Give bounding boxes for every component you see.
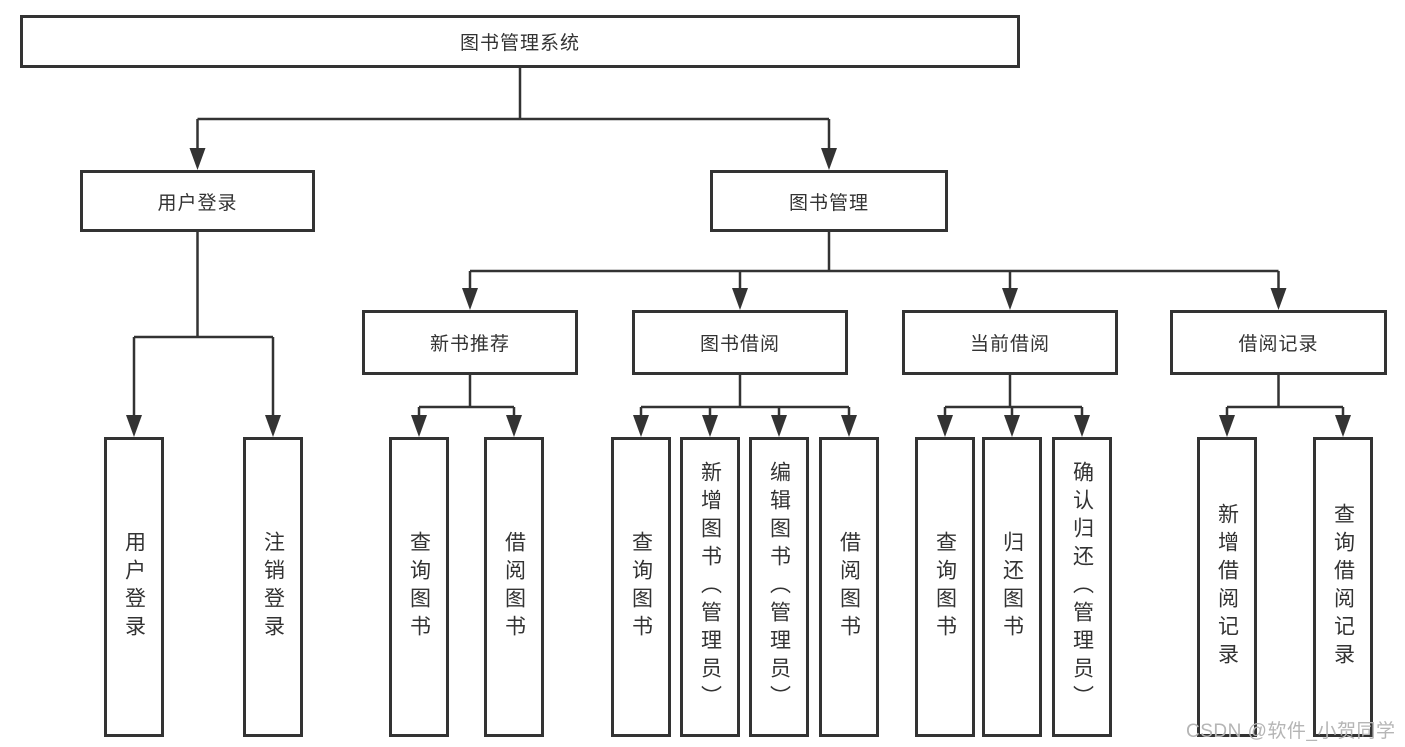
leaf-login-logout-label: 注销登录: [261, 531, 285, 643]
node-book-mgmt: 图书管理: [710, 170, 948, 232]
leaf-borrow-edit-books-admin: 编辑图书（管理员）: [749, 437, 809, 737]
leaf-login-logout: 注销登录: [243, 437, 303, 737]
leaf-current-query-books: 查询图书: [915, 437, 975, 737]
leaf-borrow-edit-books-admin-label: 编辑图书（管理员）: [767, 461, 791, 713]
leaf-current-return-books: 归还图书: [982, 437, 1042, 737]
watermark: CSDN @软件_小贺同学: [1186, 721, 1396, 742]
leaf-records-query-record-label: 查询借阅记录: [1331, 503, 1355, 671]
leaf-borrow-borrow-books-label: 借阅图书: [837, 531, 861, 643]
leaf-records-add-record-label: 新增借阅记录: [1215, 503, 1239, 671]
leaf-rec-borrow-books: 借阅图书: [484, 437, 544, 737]
node-new-book-rec: 新书推荐: [362, 310, 578, 375]
node-current-borrow: 当前借阅: [902, 310, 1118, 375]
leaf-rec-query-books: 查询图书: [389, 437, 449, 737]
node-user-login-label: 用户登录: [157, 192, 238, 214]
node-root: 图书管理系统: [20, 15, 1020, 68]
node-borrow-record: 借阅记录: [1170, 310, 1387, 375]
leaf-current-confirm-return-admin: 确认归还（管理员）: [1052, 437, 1112, 737]
leaf-borrow-add-books-admin-label: 新增图书（管理员）: [698, 461, 722, 713]
leaf-records-query-record: 查询借阅记录: [1313, 437, 1373, 737]
leaf-rec-query-books-label: 查询图书: [407, 531, 431, 643]
leaf-login-user-login: 用户登录: [104, 437, 164, 737]
node-borrow-record-label: 借阅记录: [1238, 334, 1319, 355]
leaf-login-user-login-label: 用户登录: [122, 531, 146, 643]
node-book-borrow-label: 图书借阅: [699, 334, 780, 355]
node-root-label: 图书管理系统: [459, 33, 580, 54]
node-book-borrow: 图书借阅: [632, 310, 848, 375]
leaf-current-query-books-label: 查询图书: [933, 531, 957, 643]
leaf-borrow-borrow-books: 借阅图书: [819, 437, 879, 737]
leaf-borrow-query-books: 查询图书: [611, 437, 671, 737]
arrowheads: [126, 148, 1351, 437]
node-current-borrow-label: 当前借阅: [969, 334, 1050, 355]
node-new-book-rec-label: 新书推荐: [429, 334, 510, 355]
leaf-records-add-record: 新增借阅记录: [1197, 437, 1257, 737]
leaf-rec-borrow-books-label: 借阅图书: [502, 531, 526, 643]
leaf-borrow-query-books-label: 查询图书: [629, 531, 653, 643]
leaf-current-return-books-label: 归还图书: [1000, 531, 1024, 643]
leaf-current-confirm-return-admin-label: 确认归还（管理员）: [1070, 461, 1094, 713]
node-user-login: 用户登录: [80, 170, 315, 232]
node-book-mgmt-label: 图书管理: [788, 192, 869, 214]
leaf-borrow-add-books-admin: 新增图书（管理员）: [680, 437, 740, 737]
